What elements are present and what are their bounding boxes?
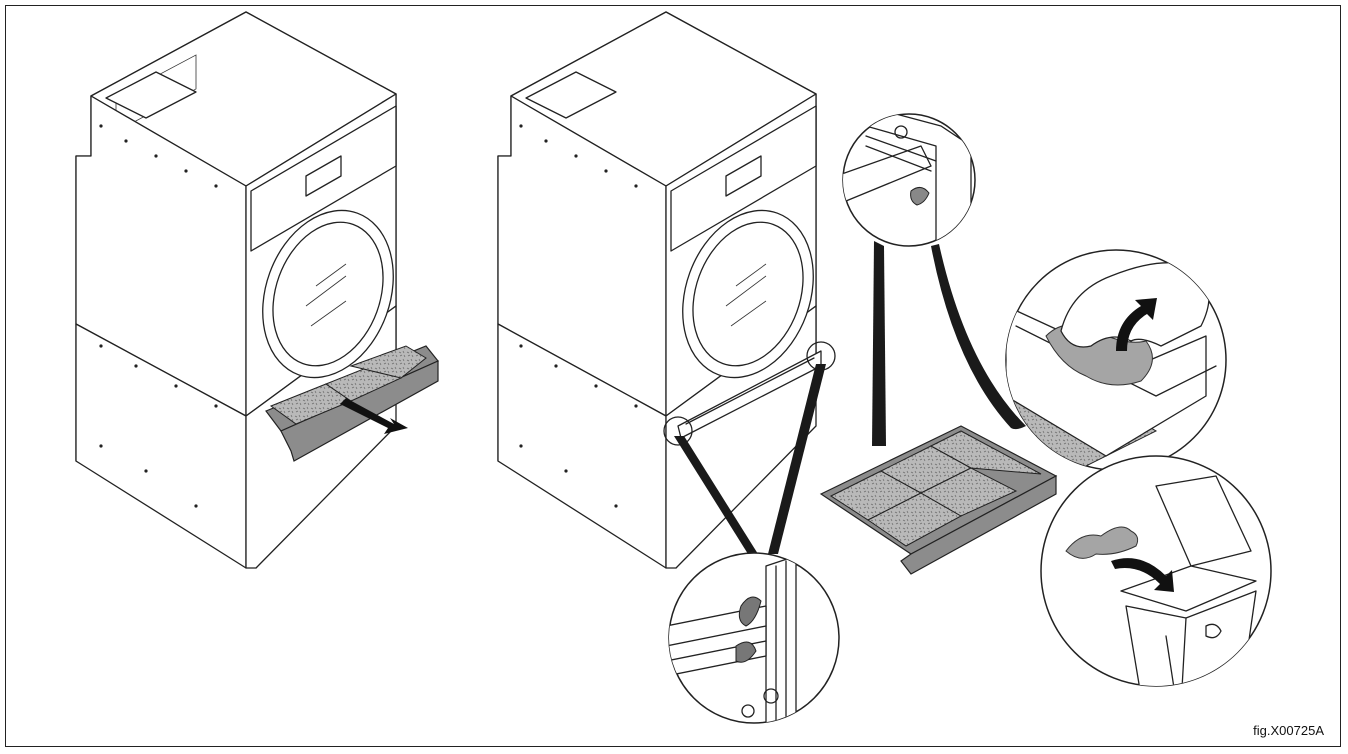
detail-filter-slot-circle: [668, 552, 840, 724]
dryer-center: [497, 11, 836, 569]
lint-filter-cleaning-illustration: [75, 11, 1272, 724]
callout-beams: [674, 241, 1026, 554]
figure-frame: fig.X00725A: [5, 5, 1341, 747]
removed-lint-filter: [819, 425, 1058, 575]
dryer-left: [75, 11, 439, 569]
detail-dispose-lint-circle: [1040, 455, 1272, 687]
figure-label: fig.X00725A: [1253, 723, 1324, 738]
detail-latch-circle: [842, 113, 976, 247]
detail-remove-lint-circle: [1005, 249, 1227, 471]
